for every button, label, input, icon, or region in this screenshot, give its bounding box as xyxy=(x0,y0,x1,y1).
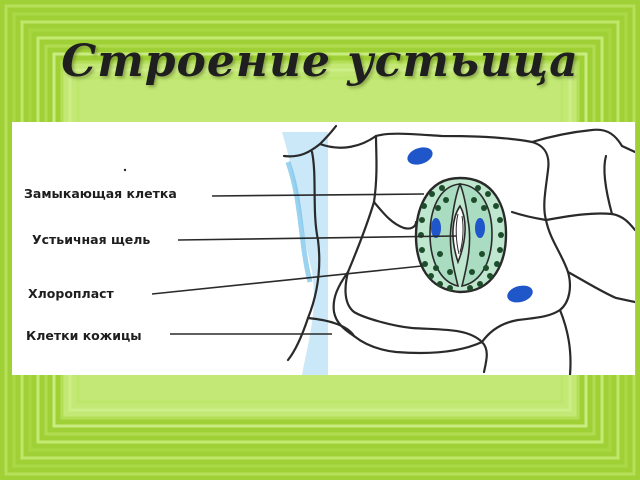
stomatal-pore xyxy=(452,204,466,265)
label-epidermal-cells: Клетки кожицы xyxy=(26,328,142,343)
epidermal-nucleus xyxy=(407,147,433,165)
slide-title: Строение устьица xyxy=(61,36,579,87)
leader-line-chloroplast xyxy=(151,265,423,295)
chloroplasts xyxy=(418,185,504,291)
leader-lines xyxy=(151,193,457,335)
leader-line-pore xyxy=(177,235,457,241)
label-stomatal-pore: Устьичная щель xyxy=(32,232,151,247)
epidermis-tint xyxy=(282,132,328,375)
leader-line-guard-cell xyxy=(211,193,425,197)
label-chloroplast: Хлоропласт xyxy=(28,286,114,301)
epidermal-nucleus xyxy=(507,285,533,303)
diagram-panel: Замыкающая клетка Устьичная щель Хлоропл… xyxy=(12,122,635,375)
stomata-illustration xyxy=(123,124,635,375)
epidermal-cell-walls xyxy=(282,124,635,375)
label-guard-cell: Замыкающая клетка xyxy=(24,186,177,201)
